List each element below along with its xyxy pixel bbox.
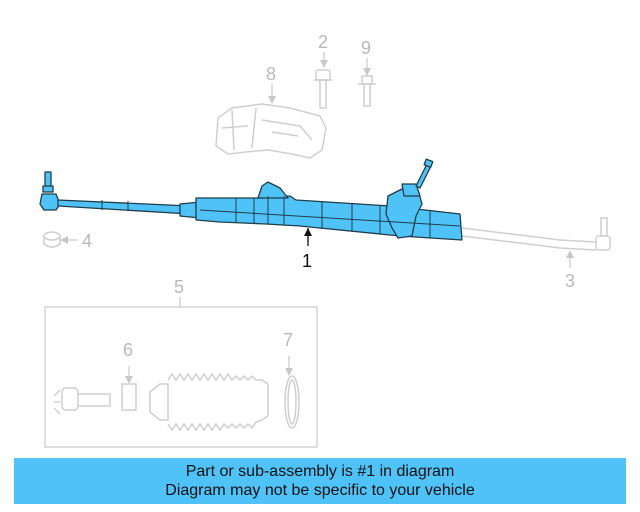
callout-1[interactable]: 1 bbox=[302, 251, 312, 271]
callout-6[interactable]: 6 bbox=[123, 340, 133, 360]
callout-4[interactable]: 4 bbox=[82, 231, 92, 251]
part-2-bolt[interactable] bbox=[314, 69, 332, 109]
part-3-tie-rod-right[interactable] bbox=[461, 217, 611, 251]
part-1-details bbox=[101, 196, 461, 238]
part-1-steering-rack[interactable] bbox=[39, 158, 463, 241]
callout-5[interactable]: 5 bbox=[174, 277, 184, 297]
part-7-ring[interactable] bbox=[284, 375, 300, 429]
callout-7[interactable]: 7 bbox=[283, 330, 293, 350]
part-kit-bellows-boot[interactable] bbox=[149, 372, 269, 432]
callout-9[interactable]: 9 bbox=[361, 38, 371, 58]
banner-line-2: Diagram may not be specific to your vehi… bbox=[165, 482, 475, 499]
part-8-bracket[interactable] bbox=[215, 103, 327, 159]
arrow-1 bbox=[304, 228, 312, 236]
callout-2[interactable]: 2 bbox=[318, 32, 328, 52]
banner-line-1: Part or sub-assembly is #1 in diagram bbox=[185, 463, 455, 480]
part-9-stud[interactable] bbox=[358, 75, 376, 107]
arrow-8 bbox=[268, 96, 276, 104]
part-kit-inner-tie-rod[interactable] bbox=[53, 387, 111, 415]
info-banner-bg bbox=[14, 458, 626, 504]
info-banner: Part or sub-assembly is #1 in diagram Di… bbox=[14, 458, 626, 504]
part-4-nut[interactable] bbox=[43, 231, 61, 248]
arrow-2 bbox=[320, 60, 328, 68]
arrow-7 bbox=[285, 368, 293, 376]
arrow-6 bbox=[125, 376, 133, 384]
kit-box-5 bbox=[44, 306, 318, 448]
callout-8[interactable]: 8 bbox=[266, 64, 276, 84]
arrow-4 bbox=[60, 236, 68, 244]
callout-3[interactable]: 3 bbox=[565, 271, 575, 291]
arrow-3 bbox=[566, 250, 574, 258]
arrow-9 bbox=[363, 68, 371, 76]
part-6-clamp[interactable] bbox=[121, 383, 137, 411]
